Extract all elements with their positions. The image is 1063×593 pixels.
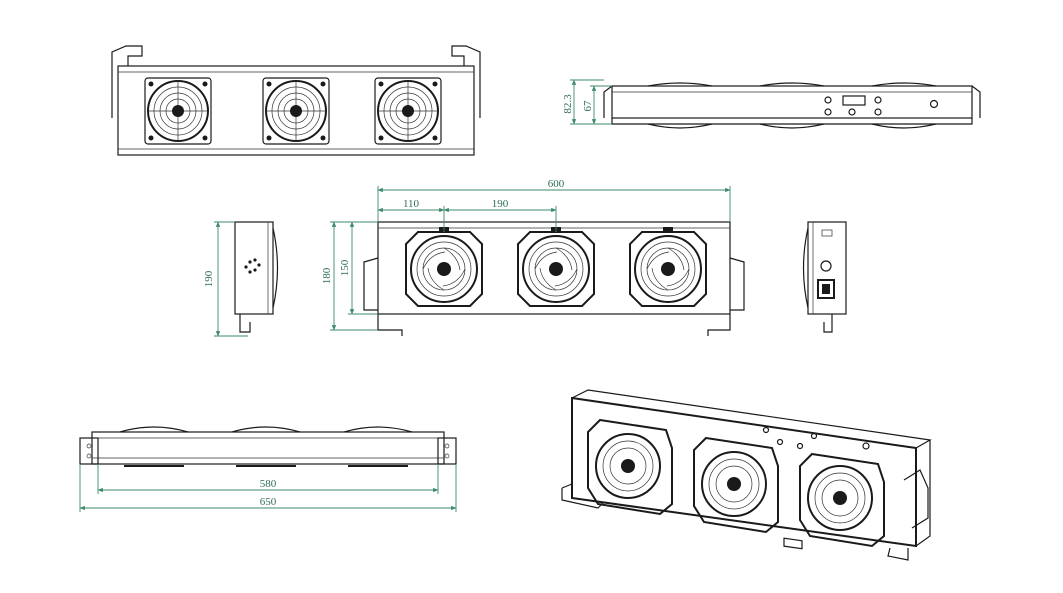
top-view: 82.3 67 — [562, 79, 981, 129]
dim-front-width: 600 — [548, 178, 565, 190]
front-fan-1 — [405, 227, 483, 307]
front-view: 600 110 190 180 150 — [321, 178, 745, 336]
iso-fan-2 — [693, 436, 779, 534]
front-fan-3 — [629, 227, 707, 307]
rear-bracket-left — [111, 45, 143, 118]
front-bracket-right — [729, 257, 745, 311]
bottom-view: 580 650 — [79, 426, 457, 512]
top-body — [611, 85, 973, 119]
isometric-view — [561, 389, 932, 561]
left-side-view: 190 — [203, 221, 279, 337]
right-side-view — [802, 221, 847, 333]
dim-front-body-height: 150 — [339, 259, 351, 276]
dim-front-height: 180 — [321, 267, 333, 284]
rear-fan-3 — [374, 77, 442, 145]
iso-front-face — [571, 396, 917, 548]
dim-top-body-height: 67 — [582, 100, 594, 112]
dim-fan-pitch: 190 — [492, 198, 509, 210]
front-panel — [377, 221, 731, 315]
front-fan-2 — [517, 227, 595, 307]
bottom-body — [91, 431, 445, 465]
dim-bottom-overall: 650 — [260, 496, 277, 508]
dim-left-height: 190 — [203, 270, 215, 287]
display-window — [842, 95, 866, 106]
iso-fan-1 — [587, 418, 673, 516]
right-side-body — [807, 221, 847, 315]
dim-bottom-inner: 580 — [260, 478, 277, 490]
rear-fan-2 — [262, 77, 330, 145]
front-bracket-left — [363, 257, 379, 311]
left-side-body — [234, 221, 274, 315]
rear-panel — [117, 65, 475, 156]
rear-fan-1 — [144, 77, 212, 145]
dim-top-height: 82.3 — [562, 94, 574, 114]
rear-view — [111, 45, 481, 156]
bottom-bracket-right — [437, 437, 457, 465]
rear-bracket-right — [451, 45, 481, 118]
iso-fan-3 — [799, 452, 885, 548]
power-socket — [817, 279, 835, 299]
bottom-bracket-left — [79, 437, 99, 465]
dim-first-offset: 110 — [403, 198, 420, 210]
